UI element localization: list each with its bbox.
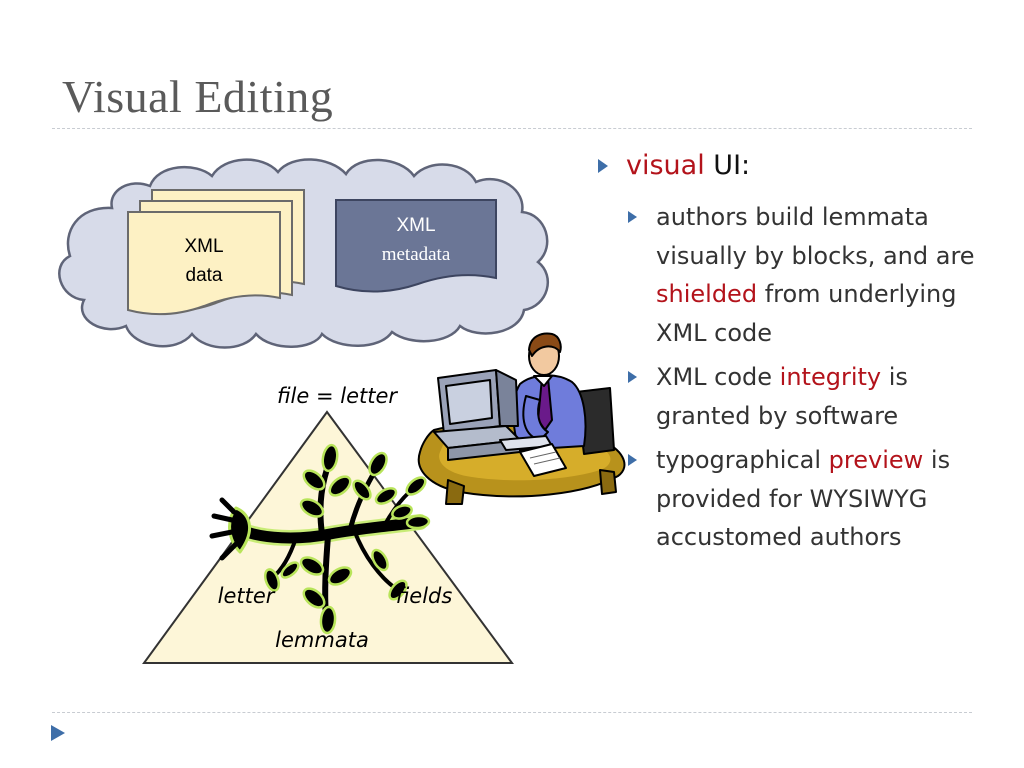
triangle-top-label: file = letter <box>277 384 398 408</box>
sub-bullet-text: from underlying XML code <box>656 280 957 347</box>
bullet-main-rest: UI: <box>704 150 751 181</box>
title-divider <box>52 128 972 129</box>
xml-metadata-label-1: XML <box>396 215 435 236</box>
tree-icon <box>209 443 431 635</box>
bullet-triangle-icon <box>598 159 608 173</box>
slide-nav-arrow-icon[interactable] <box>50 724 66 742</box>
sub-bullet-highlight: shielded <box>656 280 758 308</box>
triangle-right-label: fields <box>396 584 453 608</box>
bullet-visual-ui: visual UI: <box>596 148 976 184</box>
xml-metadata-box: XML metadata <box>335 199 497 293</box>
bullet-main-highlight: visual <box>626 150 705 181</box>
sub-bullet-text: is provided for WYSIWYG accustomed autho… <box>656 446 951 551</box>
bullet-triangle-icon <box>628 454 637 466</box>
sub-bullet-shielded: authors build lemmata visually by blocks… <box>626 198 976 352</box>
xml-data-label-2: data <box>186 265 223 286</box>
sub-bullet-text: XML code <box>656 363 780 391</box>
xml-data-documents: XML data <box>127 189 305 316</box>
sub-bullet-text: authors build lemmata visually by blocks… <box>656 203 975 270</box>
sub-bullet-preview: typographical preview is provided for WY… <box>626 441 976 557</box>
triangle-left-label: letter <box>218 584 276 608</box>
sub-bullet-text: typographical <box>656 446 829 474</box>
person-at-computer-icon <box>417 332 626 505</box>
slide-title: Visual Editing <box>62 71 334 122</box>
sub-bullet-highlight: integrity <box>779 363 882 391</box>
bullet-triangle-icon <box>628 371 637 383</box>
xml-data-label-1: XML <box>184 236 223 257</box>
sub-bullet-integrity: XML code integrity is granted by softwar… <box>626 358 976 435</box>
sub-bullet-highlight: preview <box>828 446 924 474</box>
xml-metadata-label-2: metadata <box>382 244 451 265</box>
footer-divider <box>52 712 972 713</box>
sub-bullet-text: is granted by software <box>656 363 908 430</box>
bullet-list: visual UI: authors build lemmata visuall… <box>596 148 976 563</box>
triangle-bottom-label: lemmata <box>275 628 369 652</box>
bullet-triangle-icon <box>628 211 637 223</box>
